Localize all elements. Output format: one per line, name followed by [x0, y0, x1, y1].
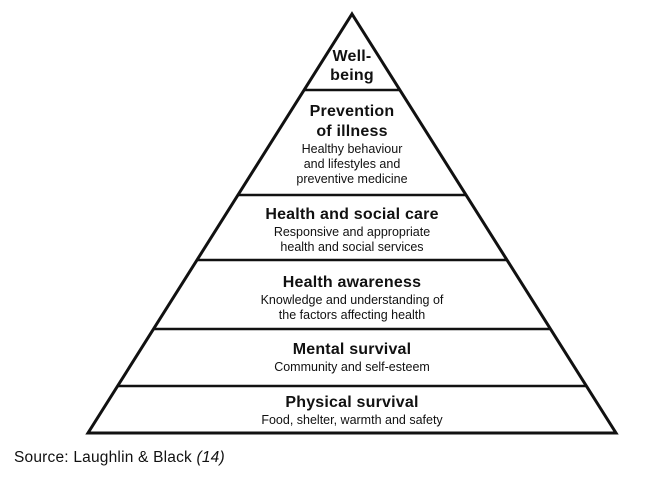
source-reference-number: (14) — [196, 449, 225, 466]
level-title-line: of illness — [316, 123, 388, 140]
level-subtitle-line: health and social services — [280, 240, 424, 254]
level-title-line: Mental survival — [292, 341, 412, 358]
source-caption: Source: Laughlin & Black (14) — [14, 449, 225, 467]
level-subtitle-line: preventive medicine — [296, 172, 408, 186]
level-subtitle-line: Responsive and appropriate — [273, 225, 431, 239]
pyramid-level-physical-survival: Physical survival Food, shelter, warmth … — [152, 393, 552, 428]
level-title-line: Health awareness — [282, 274, 422, 291]
level-title-line: Physical survival — [285, 394, 419, 411]
level-subtitle-line: the factors affecting health — [278, 308, 426, 322]
level-subtitle-line: Healthy behaviour — [301, 142, 403, 156]
level-subtitle-line: Community and self-esteem — [274, 360, 430, 374]
level-title-line: Well- — [332, 48, 372, 65]
level-title-line: Prevention — [309, 103, 395, 120]
source-caption-text: Source: Laughlin & Black — [14, 449, 197, 466]
level-subtitle-line: Knowledge and understanding of — [260, 293, 444, 307]
level-subtitle-line: and lifestyles and — [303, 157, 401, 171]
pyramid-level-health-and-social-care: Health and social care Responsive and ap… — [152, 205, 552, 255]
level-subtitle-line: Food, shelter, warmth and safety — [261, 413, 443, 427]
pyramid-level-mental-survival: Mental survival Community and self-estee… — [152, 340, 552, 375]
level-title-line: Health and social care — [265, 206, 439, 223]
pyramid-level-prevention-of-illness: Prevention of illness Healthy behaviour … — [152, 102, 552, 187]
pyramid-level-well-being: Well- being — [152, 47, 552, 85]
level-title-line: being — [330, 67, 374, 84]
pyramid-level-health-awareness: Health awareness Knowledge and understan… — [152, 273, 552, 323]
